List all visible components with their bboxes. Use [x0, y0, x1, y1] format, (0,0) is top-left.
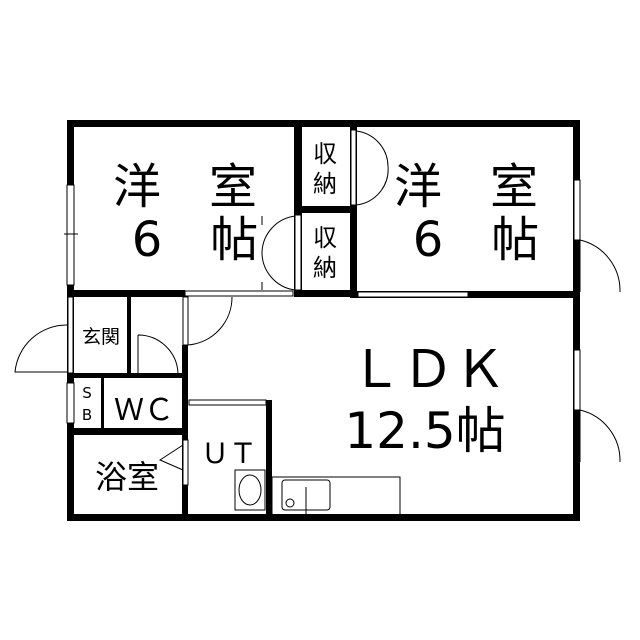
bedroom-west-name: 洋 室 — [113, 159, 257, 215]
bedroom-west-size: 6 帖 — [132, 212, 259, 268]
fixtures — [234, 469, 401, 516]
closet-lower-label-1: 収 — [313, 224, 337, 252]
shoe-box-label-1: S — [82, 384, 92, 402]
window-ldk — [573, 349, 581, 411]
closet-lower-label-2: 納 — [313, 254, 337, 282]
room-labels: 洋 室 6 帖 洋 室 6 帖 収 納 収 納 玄関 S B ＷＣ 浴室 ＵＴ … — [82, 140, 539, 496]
bath-label: 浴室 — [95, 458, 159, 496]
bedroom-east-name: 洋 室 — [394, 159, 538, 215]
ldk-name: ＬＤＫ — [350, 340, 506, 400]
window-bedroom-west — [66, 184, 75, 286]
windows-doors — [14, 129, 621, 486]
ldk-size: 12.5帖 — [344, 402, 505, 460]
shoe-box-label-2: B — [82, 406, 92, 424]
door-bedroom-east — [579, 239, 621, 293]
entrance-label: 玄関 — [82, 326, 120, 348]
kitchen-counter — [271, 476, 401, 516]
window-bedroom-east — [573, 179, 581, 241]
bedroom-east-size: 6 帖 — [413, 212, 540, 268]
closet-upper-label-2: 納 — [313, 170, 337, 198]
utility-label: ＵＴ — [201, 437, 257, 470]
sliding-door-bedroom-west — [184, 290, 294, 297]
door-ldk — [579, 409, 621, 463]
toilet-label: ＷＣ — [114, 393, 174, 428]
entrance-door[interactable] — [67, 296, 74, 374]
wash-basin — [234, 469, 266, 511]
sliding-door-utility — [188, 399, 267, 406]
sliding-door-bedroom-east — [357, 291, 469, 298]
closet-upper-label-1: 収 — [313, 140, 337, 168]
